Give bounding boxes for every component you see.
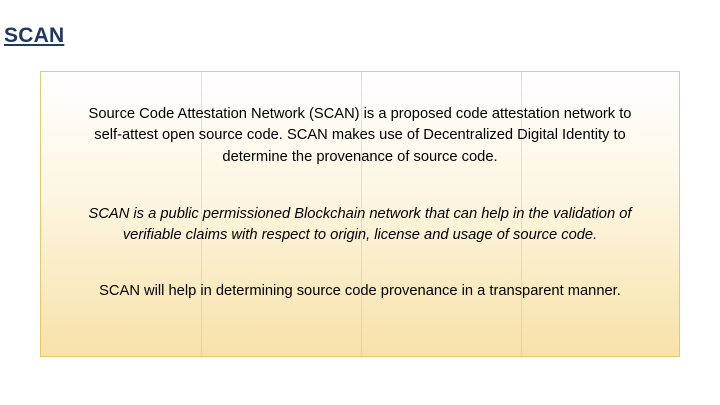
content-panel: Source Code Attestation Network (SCAN) i… — [40, 71, 680, 357]
panel-divider-1 — [201, 72, 202, 356]
page-title: SCAN — [4, 24, 65, 47]
paragraph-1: Source Code Attestation Network (SCAN) i… — [88, 106, 632, 165]
panel-text-stack: Source Code Attestation Network (SCAN) i… — [41, 72, 679, 302]
panel-divider-3 — [521, 72, 522, 356]
paragraph-2: SCAN is a public permissioned Blockchain… — [88, 205, 632, 244]
panel-divider-2 — [361, 72, 362, 356]
paragraph-3: SCAN will help in determining source cod… — [99, 282, 621, 299]
